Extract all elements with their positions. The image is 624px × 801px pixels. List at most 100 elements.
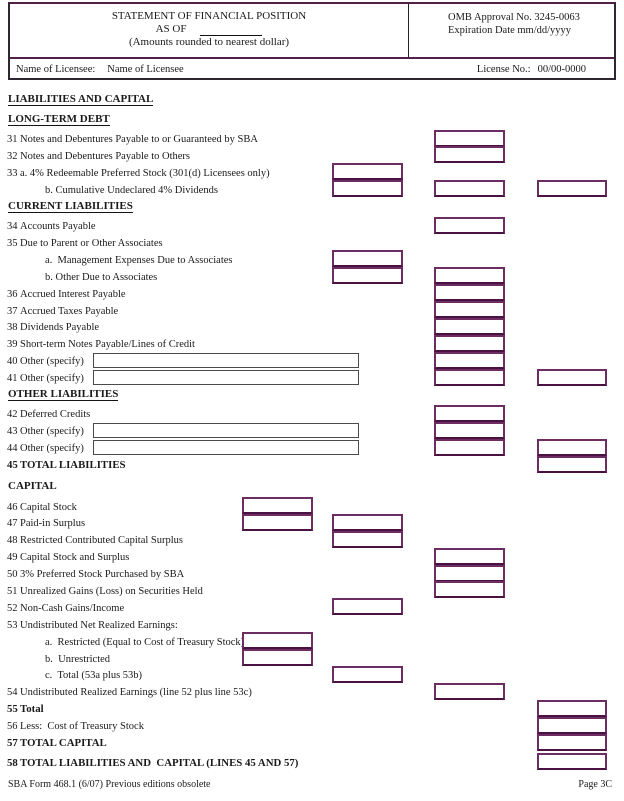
amount-box[interactable] [434, 267, 505, 285]
form-line-item: b. Other Due to Associates [0, 267, 624, 287]
amount-box[interactable] [537, 733, 607, 751]
amount-box[interactable] [434, 547, 505, 565]
line-number: 40 [7, 356, 18, 368]
amount-box[interactable] [434, 682, 505, 700]
line-label: Restricted Contributed Capital Surplus [20, 535, 184, 547]
amount-box[interactable] [434, 581, 505, 599]
line-label: TOTAL LIABILITIES AND CAPITAL (LINES 45 … [20, 756, 299, 769]
line-number: 49 [7, 552, 18, 564]
other-specify-input[interactable] [93, 423, 359, 439]
other-specify-input[interactable] [93, 440, 359, 456]
amount-box[interactable] [434, 404, 505, 422]
amount-box[interactable] [537, 368, 607, 386]
line-label: Non-Cash Gains/Income [20, 602, 125, 614]
amount-box[interactable] [434, 368, 505, 386]
amount-box[interactable] [434, 351, 505, 369]
line-label: b. Unrestricted [45, 653, 111, 665]
other-specify-input[interactable] [93, 370, 359, 386]
amount-box[interactable] [434, 129, 505, 147]
amount-box[interactable] [537, 438, 607, 456]
amount-box[interactable] [434, 301, 505, 319]
form-line-item: a. Restricted (Equal to Cost of Treasury… [0, 632, 624, 652]
amount-box[interactable] [537, 699, 607, 717]
line-number: 54 [7, 687, 18, 699]
amount-box[interactable] [332, 530, 403, 548]
license-no-value[interactable]: 00/00-0000 [537, 64, 586, 75]
section-heading-label: LIABILITIES AND CAPITAL [8, 93, 154, 106]
as-of-line: AS OF [156, 23, 263, 36]
line-number: 35 [7, 237, 18, 249]
line-number: 53 [7, 619, 18, 631]
amount-box[interactable] [332, 598, 403, 616]
form-line-item: c. Total (53a plus 53b) [0, 665, 624, 685]
line-number: 32 [7, 150, 18, 162]
line-label: TOTAL LIABILITIES [20, 459, 126, 472]
section-heading: OTHER LIABILITIES [0, 387, 624, 408]
amount-box[interactable] [332, 250, 403, 268]
amount-box[interactable] [434, 421, 505, 439]
line-label: Other (specify) [20, 426, 84, 438]
licensee-row: Name of Licensee: Name of Licensee Licen… [10, 59, 614, 80]
amount-box[interactable] [434, 180, 505, 198]
footer-form-id: SBA Form 468.1 (6/07) Previous editions … [8, 779, 211, 790]
amount-box[interactable] [434, 216, 505, 234]
as-of-date-blank[interactable] [200, 25, 263, 36]
line-number: 47 [7, 518, 18, 530]
amount-box[interactable] [434, 284, 505, 302]
line-number: 56 [7, 721, 18, 733]
amount-box[interactable] [434, 334, 505, 352]
header-title-row: STATEMENT OF FINANCIAL POSITION AS OF (A… [10, 4, 614, 59]
section-heading-label: CAPITAL [8, 480, 57, 493]
line-label: TOTAL CAPITAL [20, 737, 107, 749]
line-label: Paid-in Surplus [20, 518, 86, 530]
amount-box[interactable] [242, 632, 313, 650]
line-label: Accrued Interest Payable [20, 288, 126, 300]
amount-box[interactable] [537, 716, 607, 734]
footer-page-number: Page 3C [578, 779, 612, 790]
line-number: 58 [7, 756, 18, 769]
other-specify-input[interactable] [93, 353, 359, 369]
amount-box[interactable] [537, 753, 607, 771]
licensee-value[interactable]: Name of Licensee [107, 64, 184, 75]
amount-box[interactable] [332, 665, 403, 683]
amount-box[interactable] [332, 513, 403, 531]
line-number: 57 [7, 737, 18, 749]
amount-box[interactable] [434, 438, 505, 456]
form-line-item: a. Management Expenses Due to Associates [0, 250, 624, 270]
amount-box[interactable] [434, 317, 505, 335]
line-label: Dividends Payable [20, 322, 100, 334]
amount-box[interactable] [332, 180, 403, 198]
amount-box[interactable] [242, 649, 313, 667]
omb-pane: OMB Approval No. 3245-0063 Expiration Da… [408, 4, 614, 57]
line-label: 3% Preferred Stock Purchased by SBA [20, 569, 185, 581]
line-number: 31 [7, 134, 18, 145]
amount-box[interactable] [242, 497, 313, 515]
line-number: 51 [7, 585, 18, 597]
amount-box[interactable] [332, 163, 403, 181]
amount-box[interactable] [434, 146, 505, 164]
amount-box[interactable] [332, 267, 403, 285]
line-number: 55 [7, 703, 18, 716]
page-section-heading: LIABILITIES AND CAPITAL [0, 93, 624, 113]
line-label: a. Restricted (Equal to Cost of Treasury… [45, 636, 245, 648]
amount-box[interactable] [434, 564, 505, 582]
amount-box[interactable] [242, 513, 313, 531]
line-number: 46 [7, 501, 18, 513]
amount-box[interactable] [537, 455, 607, 473]
line-number: 44 [7, 443, 18, 455]
title-pane: STATEMENT OF FINANCIAL POSITION AS OF (A… [10, 4, 408, 57]
line-label: a. 4% Redeemable Preferred Stock (301(d)… [20, 167, 270, 179]
amount-box[interactable] [537, 180, 607, 198]
